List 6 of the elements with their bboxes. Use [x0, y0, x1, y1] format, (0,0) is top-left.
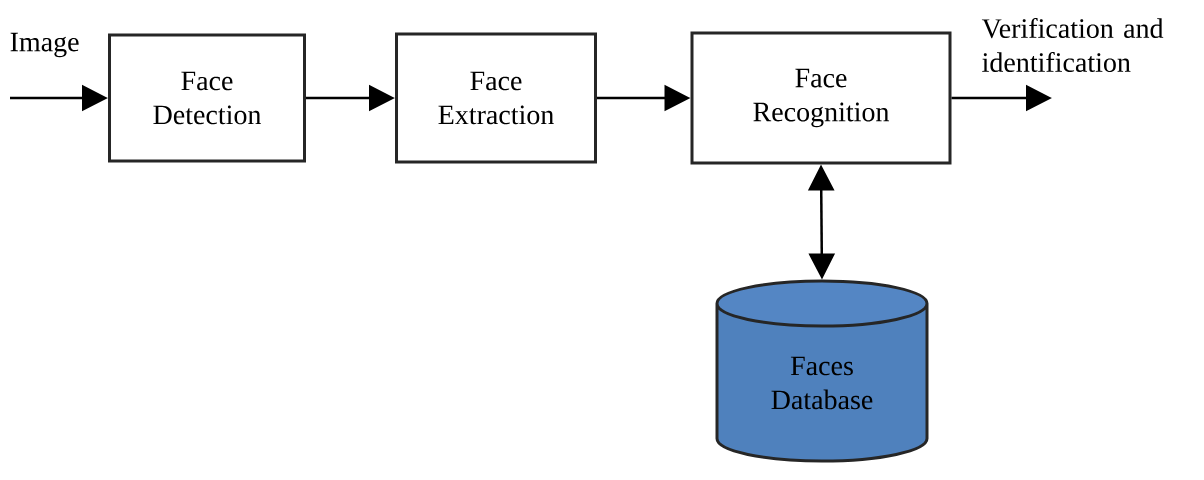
process-box: Face Extraction	[395, 32, 597, 164]
edge-label: Image	[10, 32, 79, 58]
process-box: Face Detection	[108, 33, 306, 163]
edge-label: Verification and identification	[981, 18, 1164, 72]
process-box: Face Recognition	[690, 31, 952, 165]
database-cylinder: Faces Database	[715, 279, 929, 463]
